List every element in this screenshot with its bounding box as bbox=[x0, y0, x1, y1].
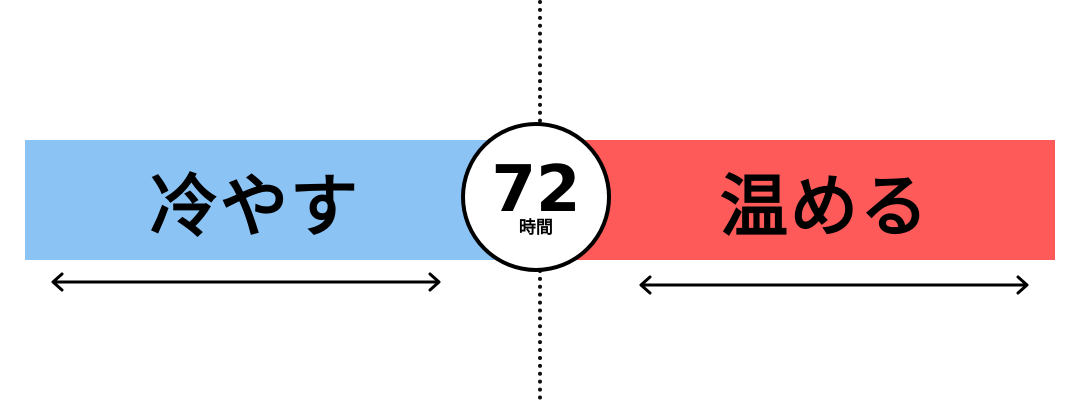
duration-value: 72 bbox=[491, 153, 581, 227]
duration-unit: 時間 bbox=[519, 218, 553, 238]
duration-badge: 72 時間 bbox=[461, 122, 611, 272]
right-double-arrow bbox=[639, 275, 1029, 295]
cool-band: 冷やす bbox=[25, 140, 515, 260]
cool-label: 冷やす bbox=[149, 167, 360, 247]
warm-label: 温める bbox=[719, 167, 930, 247]
warm-band: 温める bbox=[565, 140, 1055, 260]
left-double-arrow bbox=[51, 272, 441, 292]
